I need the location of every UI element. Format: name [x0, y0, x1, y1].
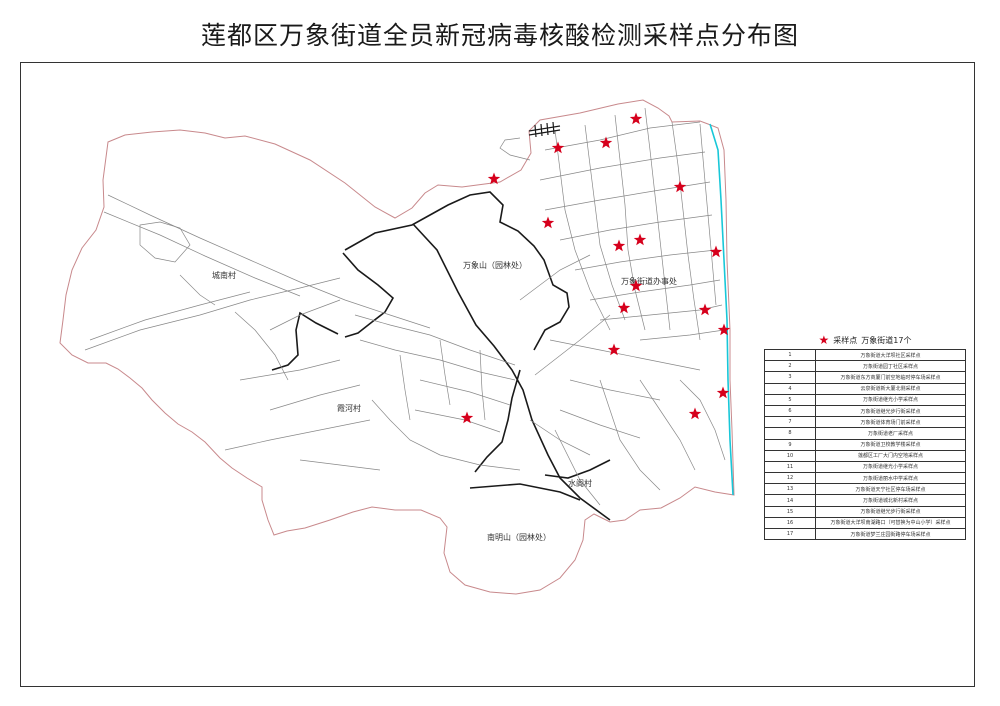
site-number: 3: [764, 371, 816, 384]
site-number: 14: [764, 494, 816, 507]
label-shuige: 水阁村: [568, 478, 592, 488]
sampling-point-star-icon[interactable]: [688, 407, 702, 420]
sampling-point-star-icon[interactable]: [617, 301, 631, 314]
site-name: 万象街道继光小学采样点: [815, 460, 966, 474]
sampling-point-star-icon[interactable]: [599, 136, 613, 149]
site-number: 9: [764, 438, 816, 451]
site-name: 万象街道大洋坝南湖路口（可替换为中山小学）采样点: [815, 516, 966, 530]
site-name: 万象街道园丁社区采样点: [815, 360, 966, 373]
site-number: 16: [764, 516, 816, 530]
label-office: 万象街道办事处: [621, 276, 677, 286]
sampling-point-star-icon[interactable]: [717, 323, 731, 336]
site-number: 5: [764, 393, 816, 406]
sampling-point-star-icon[interactable]: [716, 386, 730, 399]
sampling-point-star-icon[interactable]: [629, 279, 643, 292]
site-number: 7: [764, 416, 816, 429]
site-name: 万象街道大洋坝社区采样点: [815, 348, 966, 362]
site-number: 15: [764, 505, 816, 518]
sampling-point-star-icon[interactable]: [709, 245, 723, 258]
bridge-icon: [528, 121, 561, 138]
label-chengnan: 城南村: [212, 270, 236, 280]
map-title: 莲都区万象街道全员新冠病毒核酸检测采样点分布图: [200, 21, 799, 50]
site-number: 6: [764, 404, 816, 418]
site-number: 13: [764, 483, 816, 496]
site-number: 8: [764, 427, 816, 440]
site-name: 万象街道梦兰庄园街路停车场采样点: [815, 527, 966, 541]
site-name: 万象街道城北新村采样点: [815, 494, 966, 507]
legend-header: ★ 采样点 万象街道17个: [764, 333, 966, 347]
sampling-point-markers: [460, 112, 731, 424]
site-name: 万象街道丽水中学采样点: [815, 472, 966, 485]
site-number: 10: [764, 449, 816, 462]
site-name: 万象街道体育场门前采样点: [815, 416, 966, 429]
sampling-point-star-icon[interactable]: [607, 343, 621, 356]
red-star-icon: ★: [818, 333, 830, 347]
label-nanmingshan: 南明山（园林处）: [487, 532, 551, 542]
sampling-point-star-icon[interactable]: [551, 141, 565, 154]
site-number: 4: [764, 382, 816, 395]
label-xiahe: 霞河村: [337, 403, 361, 413]
sampling-point-star-icon[interactable]: [612, 239, 626, 252]
admin-boundaries: [271, 191, 611, 521]
site-number: 11: [764, 460, 816, 474]
site-number: 1: [764, 348, 816, 362]
legend-count-label: 万象街道17个: [861, 335, 912, 345]
site-name: 万象街道继光步行街采样点: [815, 505, 966, 518]
site-name: 万象街道东方商厦门前空地临时停车场采样点: [815, 371, 966, 384]
site-name: 万象街道继光步行街采样点: [815, 404, 966, 418]
site-name: 万象街道卫校教学楼采样点: [815, 438, 966, 451]
site-name: 万象街道老厂采样点: [815, 427, 966, 440]
label-wanxiangshan: 万象山（园林处）: [463, 260, 527, 270]
sampling-point-star-icon[interactable]: [541, 216, 555, 229]
sampling-point-star-icon[interactable]: [633, 233, 647, 246]
street-network: [84, 107, 726, 506]
sampling-point-star-icon[interactable]: [673, 180, 687, 193]
sampling-point-star-icon[interactable]: [629, 112, 643, 125]
site-name: 万象街道继光小学采样点: [815, 393, 966, 406]
site-name: 万象街道天宁社区停车场采样点: [815, 483, 966, 496]
sampling-point-star-icon[interactable]: [460, 411, 474, 424]
map-frame: [20, 62, 975, 687]
legend-marker-label: 采样点: [833, 335, 858, 345]
site-number: 12: [764, 472, 816, 485]
site-name: 莲都区工厂大门内空地采样点: [815, 449, 966, 462]
site-number: 2: [764, 360, 816, 373]
sampling-point-star-icon[interactable]: [487, 172, 501, 185]
site-name: 云泉街道新大厦北侧采样点: [815, 382, 966, 395]
site-number: 17: [764, 527, 816, 541]
district-boundary: [59, 99, 735, 595]
river: [709, 123, 734, 496]
sampling-point-star-icon[interactable]: [698, 303, 712, 316]
